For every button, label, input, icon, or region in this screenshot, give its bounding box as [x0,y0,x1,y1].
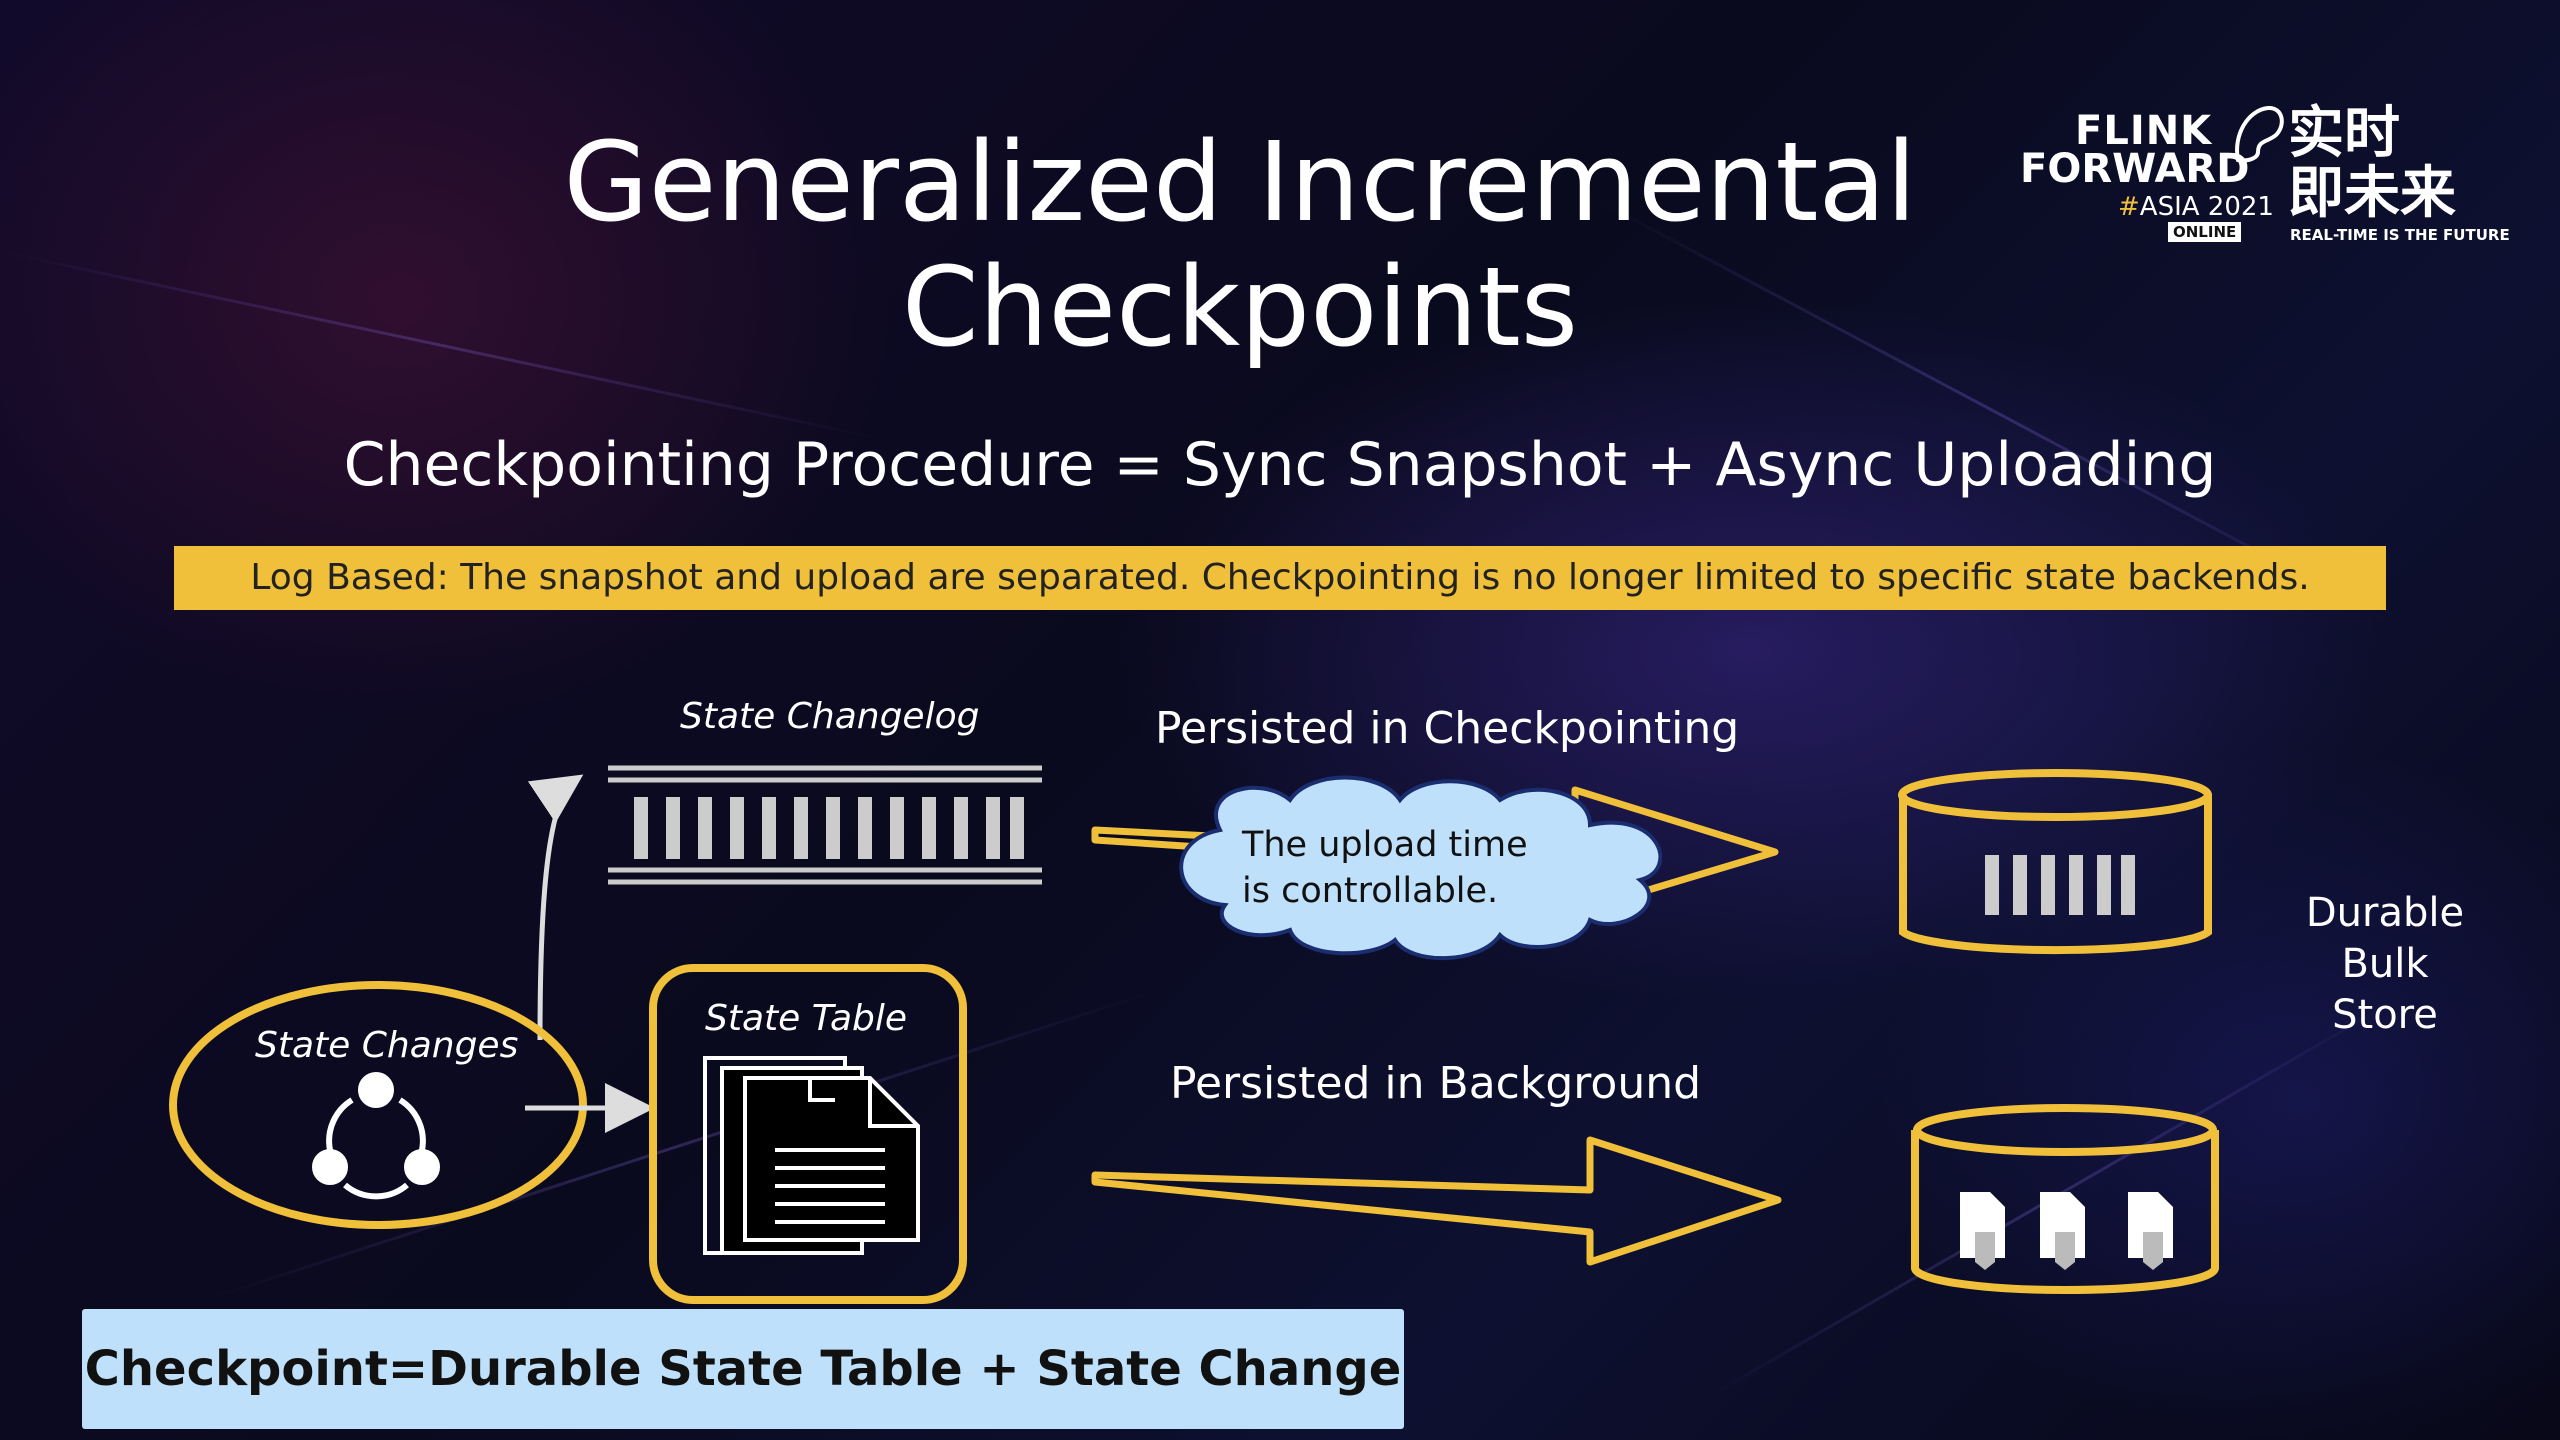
page-title: Generalized Incremental Checkpoints [563,118,1917,371]
cloud-shape [1179,775,1663,961]
logo-online-badge: ONLINE [2168,222,2242,242]
state-table-box [649,964,967,1304]
logo-tagline: REAL-TIME IS THE FUTURE [2290,226,2510,244]
persisted-background-label: Persisted in Background [1170,1058,1702,1109]
flink-forward-logo: FLINK FORWARD #ASIA 2021 ONLINE 实时 即未来 R… [2020,100,2510,250]
page-subtitle: Checkpointing Procedure = Sync Snapshot … [343,430,2217,500]
document-stack-icon [703,1056,920,1255]
changelog-strip [608,765,1042,885]
database-files-icon [1911,1104,2219,1294]
logo-event-text: #ASIA 2021 [2118,192,2274,222]
cloud-text-line2: is controllable. [1242,871,1499,911]
cloud-text-line1: The upload time [1242,825,1528,865]
state-changelog-label: State Changelog [680,696,980,737]
database-log-icon [1898,769,2212,955]
durable-store-label: Durable Bulk Store [2305,890,2465,1038]
curved-arrow-to-changelog [527,774,584,1041]
state-changes-ellipse [169,981,587,1229]
logo-hash: # [2118,192,2140,222]
state-table-label: State Table [705,998,908,1039]
footer-formula-box: Checkpoint=Durable State Table + State C… [82,1309,1404,1429]
arrow-persisted-background [1091,1136,1782,1266]
logo-forward-text: FORWARD [2020,146,2250,192]
persisted-checkpointing-label: Persisted in Checkpointing [1155,703,1740,754]
squirrel-icon [2235,106,2284,163]
logo-flink-text: FLINK [2075,108,2213,154]
share-nodes-icon [312,1072,440,1200]
cloud-text: The upload time is controllable. [1242,822,1528,914]
logo-event: ASIA 2021 [2139,192,2274,222]
highlight-banner: Log Based: The snapshot and upload are s… [174,546,2386,610]
state-changes-label: State Changes [255,1025,519,1066]
logo-chinese-text: 实时 即未来 [2288,101,2456,226]
